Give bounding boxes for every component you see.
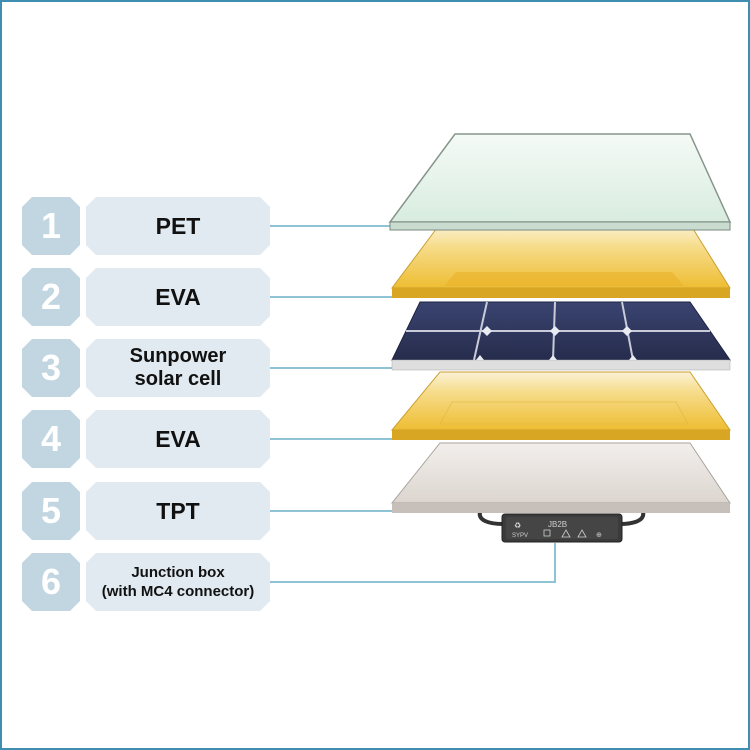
junction-box-brand: SYPV: [512, 533, 528, 539]
layer-4-number: 4: [22, 410, 80, 468]
recycle-icon: ♻: [514, 521, 521, 530]
eva-layer-top: [391, 223, 731, 298]
layer-4-label: EVA: [86, 410, 270, 468]
layer-1-label-text: PET: [155, 212, 201, 239]
layer-3-number: 3: [22, 339, 80, 397]
layer-6-label-line2: (with MC4 connector): [101, 583, 255, 600]
pet-layer: [388, 133, 732, 231]
layer-2-label: EVA: [86, 268, 270, 326]
layer-1-label: PET: [86, 197, 270, 255]
leader-line-6: [270, 543, 556, 583]
leader-lines: [270, 225, 556, 583]
layer-5-label-text: TPT: [156, 497, 200, 524]
layer-6-label: Junction box (with MC4 connector): [86, 553, 270, 611]
warning-icon: [561, 529, 571, 538]
layer-1-number: 1: [22, 197, 80, 255]
eva-layer-bottom: [390, 371, 731, 440]
layer-2-number: 2: [22, 268, 80, 326]
layer-3-label-line2: solar cell: [134, 368, 222, 390]
shock-warning-icon: [577, 529, 587, 538]
junction-box: JB2B SYPV ♻ ⊕: [501, 513, 623, 543]
layer-6-number: 6: [22, 553, 80, 611]
layer-5-label: TPT: [86, 482, 270, 540]
junction-box-model: JB2B: [548, 520, 567, 529]
box-mark-icon: [543, 529, 551, 537]
ul-mark-icon: ⊕: [596, 532, 602, 539]
tpt-backsheet: [390, 442, 731, 526]
layer-3-label-line1: Sunpower: [129, 345, 227, 367]
layer-4-label-text: EVA: [155, 425, 201, 452]
layer-5-number: 5: [22, 482, 80, 540]
solar-cell-layer: [391, 301, 731, 371]
layer-3-label: Sunpower solar cell: [86, 339, 270, 397]
layer-2-label-text: EVA: [155, 283, 201, 310]
layer-6-label-line1: Junction box: [131, 564, 225, 581]
